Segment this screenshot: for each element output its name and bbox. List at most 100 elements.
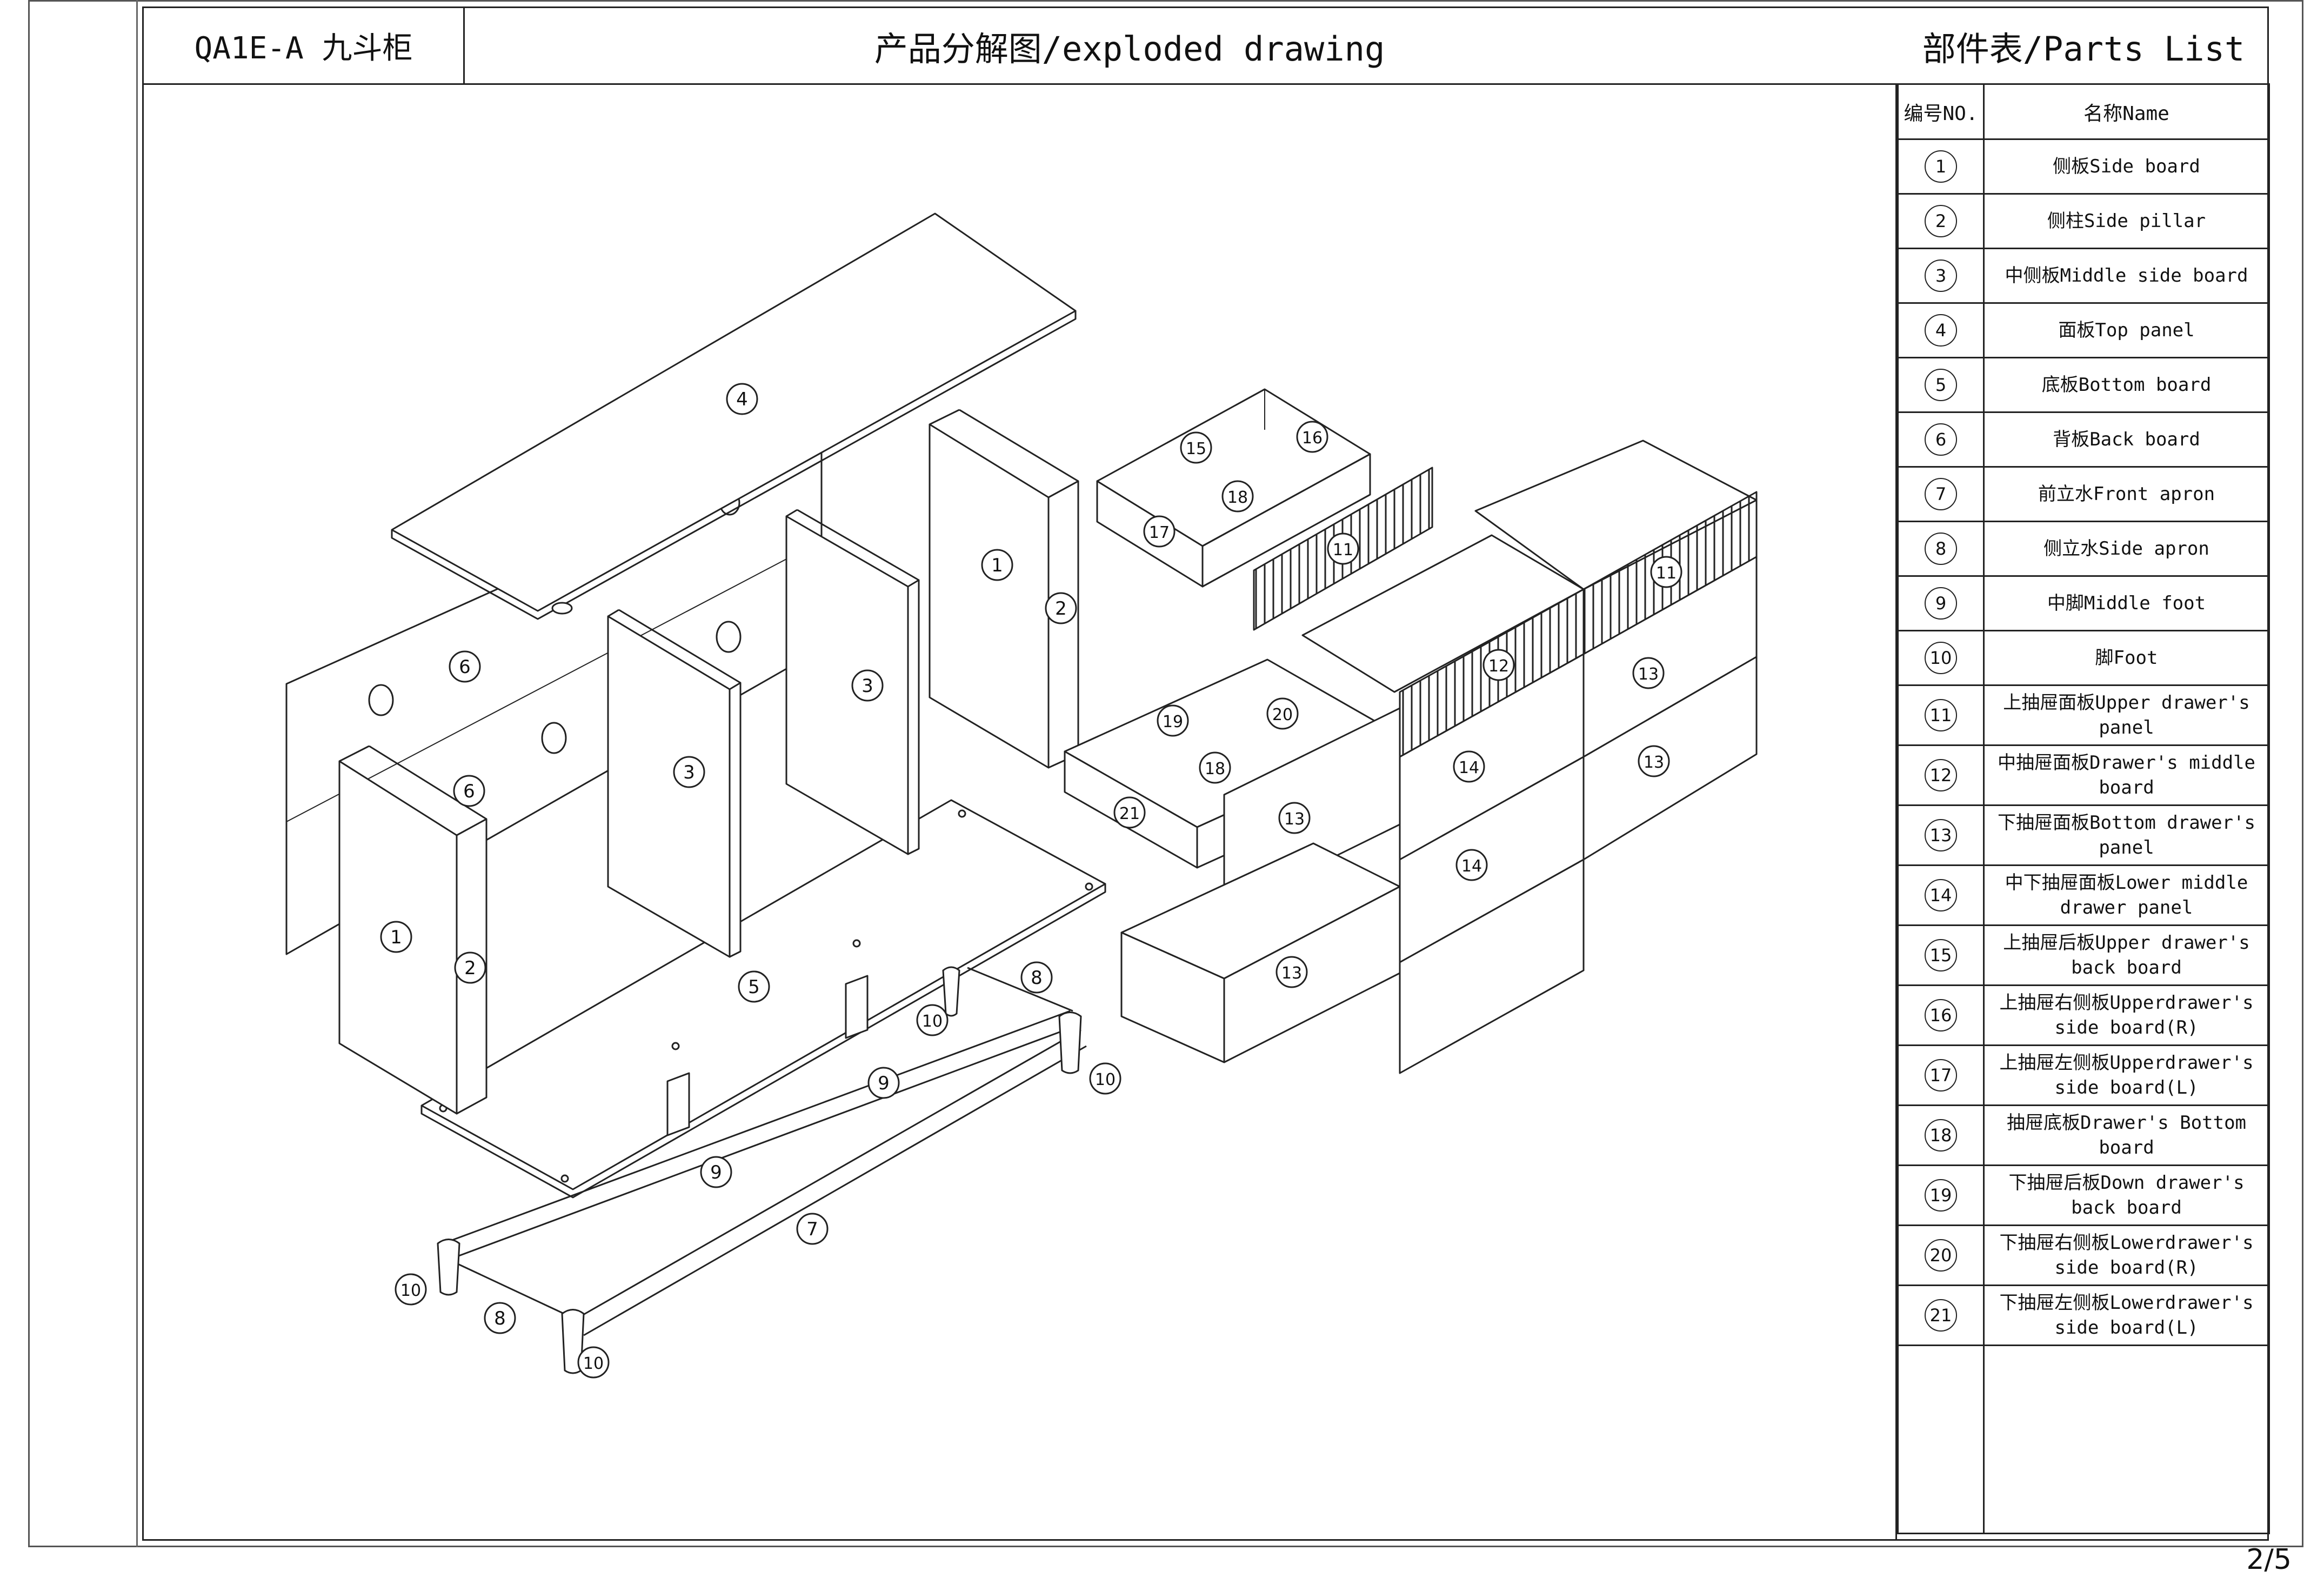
bottom-drawer-box bbox=[1120, 842, 1401, 1063]
part-number-cell: 13 bbox=[1897, 804, 1985, 866]
callout-text: 13 bbox=[1281, 964, 1302, 983]
part-name: 上抽屉左侧板Upperdrawer's side board(L) bbox=[1983, 1044, 2270, 1106]
part-number-cell: 14 bbox=[1897, 864, 1985, 926]
callout-text: 1 bbox=[390, 927, 402, 948]
part-name: 侧柱Side pillar bbox=[1983, 193, 2270, 249]
part-number: 21 bbox=[1925, 1299, 1957, 1332]
part-name: 上抽屉面板Upper drawer's panel bbox=[1983, 684, 2270, 746]
base-frame bbox=[437, 966, 1087, 1374]
part-name: 脚Foot bbox=[1983, 630, 2270, 686]
callout-text: 11 bbox=[1333, 541, 1353, 560]
callout-upper-panel-b: 11 bbox=[1650, 556, 1682, 588]
callout-bottom-panel-d: 13 bbox=[1275, 956, 1308, 988]
callout-text: 13 bbox=[1638, 665, 1659, 684]
callout-lower-right: 20 bbox=[1266, 697, 1299, 730]
part-number-cell: 16 bbox=[1897, 984, 1985, 1046]
callout-text: 11 bbox=[1656, 564, 1677, 583]
callout-foot-d: 10 bbox=[577, 1346, 610, 1379]
callout-text: 6 bbox=[459, 656, 471, 678]
callout-lower-bottom: 18 bbox=[1199, 751, 1231, 784]
callout-text: 9 bbox=[878, 1073, 890, 1094]
part-number: 2 bbox=[1925, 205, 1957, 237]
callout-text: 7 bbox=[806, 1219, 818, 1240]
part-name: 下抽屉面板Bottom drawer's panel bbox=[1983, 804, 2270, 866]
parts-table-filler bbox=[1897, 1345, 2270, 1534]
callout-text: 13 bbox=[1644, 753, 1664, 772]
part-number: 3 bbox=[1925, 259, 1957, 292]
part-name: 下抽屉左侧板Lowerdrawer's side board(L) bbox=[1983, 1284, 2270, 1346]
part-number-cell: 9 bbox=[1897, 575, 1985, 631]
callout-mid-side-a: 3 bbox=[673, 756, 705, 788]
callout-middle-panel: 12 bbox=[1482, 649, 1515, 681]
callout-text: 2 bbox=[1055, 598, 1067, 620]
callout-upper-panel-a: 11 bbox=[1327, 533, 1359, 565]
part-number-cell: 8 bbox=[1897, 521, 1985, 577]
parts-table-header: 编号NO. 名称Name bbox=[1897, 83, 2270, 140]
callout-bottom-panel-b: 13 bbox=[1632, 657, 1665, 689]
header-sep-1 bbox=[463, 6, 465, 83]
callout-lower-mid-b: 14 bbox=[1455, 849, 1488, 881]
callout-text: 17 bbox=[1149, 523, 1170, 542]
callout-side-left: 1 bbox=[380, 921, 412, 953]
callout-bottom-panel-a: 13 bbox=[1278, 802, 1311, 834]
header-divider bbox=[142, 83, 2269, 85]
right-side-board bbox=[929, 409, 1079, 769]
callout-text: 13 bbox=[1284, 810, 1305, 829]
callout-text: 8 bbox=[1031, 967, 1043, 989]
callout-foot-c: 10 bbox=[395, 1273, 427, 1306]
part-name: 抽屉底板Drawer's Bottom board bbox=[1983, 1104, 2270, 1166]
left-margin-line bbox=[136, 0, 138, 1547]
callout-lower-mid-a: 14 bbox=[1453, 750, 1485, 783]
filler-cell bbox=[1897, 1345, 1985, 1534]
parts-row: 11 上抽屉面板Upper drawer's panel bbox=[1897, 684, 2270, 746]
part-number: 14 bbox=[1925, 879, 1957, 911]
callout-text: 12 bbox=[1488, 657, 1509, 676]
callout-text: 18 bbox=[1227, 488, 1248, 507]
part-number: 11 bbox=[1925, 699, 1957, 731]
part-number-cell: 11 bbox=[1897, 684, 1985, 746]
part-number-cell: 15 bbox=[1897, 924, 1985, 986]
part-number-cell: 21 bbox=[1897, 1284, 1985, 1346]
callout-mid-foot-a: 9 bbox=[867, 1067, 900, 1099]
part-number: 7 bbox=[1925, 478, 1957, 510]
callout-mid-side-b: 3 bbox=[851, 669, 884, 702]
part-number-cell: 2 bbox=[1897, 193, 1985, 249]
callout-upper-back: 15 bbox=[1180, 431, 1212, 464]
middle-side-board-b bbox=[785, 509, 920, 855]
part-name: 前立水Front apron bbox=[1983, 466, 2270, 522]
part-number-cell: 5 bbox=[1897, 357, 1985, 413]
callout-text: 1 bbox=[991, 555, 1003, 576]
drawing-title: 产品分解图/exploded drawing bbox=[874, 29, 1385, 69]
parts-row: 7 前立水Front apron bbox=[1897, 466, 2270, 522]
callout-pillar-left: 2 bbox=[454, 951, 486, 984]
part-number: 4 bbox=[1925, 314, 1957, 347]
part-number-cell: 19 bbox=[1897, 1164, 1985, 1226]
part-number-cell: 10 bbox=[1897, 630, 1985, 686]
callout-text: 6 bbox=[463, 781, 475, 802]
part-number-cell: 12 bbox=[1897, 744, 1985, 806]
callout-text: 4 bbox=[736, 389, 748, 410]
callout-text: 3 bbox=[862, 675, 873, 697]
callout-bottom: 5 bbox=[738, 970, 770, 1003]
part-number-cell: 6 bbox=[1897, 411, 1985, 468]
middle-side-board-a bbox=[607, 609, 742, 958]
callout-text: 2 bbox=[464, 957, 476, 979]
parts-list-title: 部件表/Parts List bbox=[1922, 29, 2245, 69]
part-name: 底板Bottom board bbox=[1983, 357, 2270, 413]
part-number: 8 bbox=[1925, 533, 1957, 565]
callout-foot-b: 10 bbox=[1089, 1062, 1121, 1095]
filler-cell bbox=[1983, 1345, 2270, 1534]
